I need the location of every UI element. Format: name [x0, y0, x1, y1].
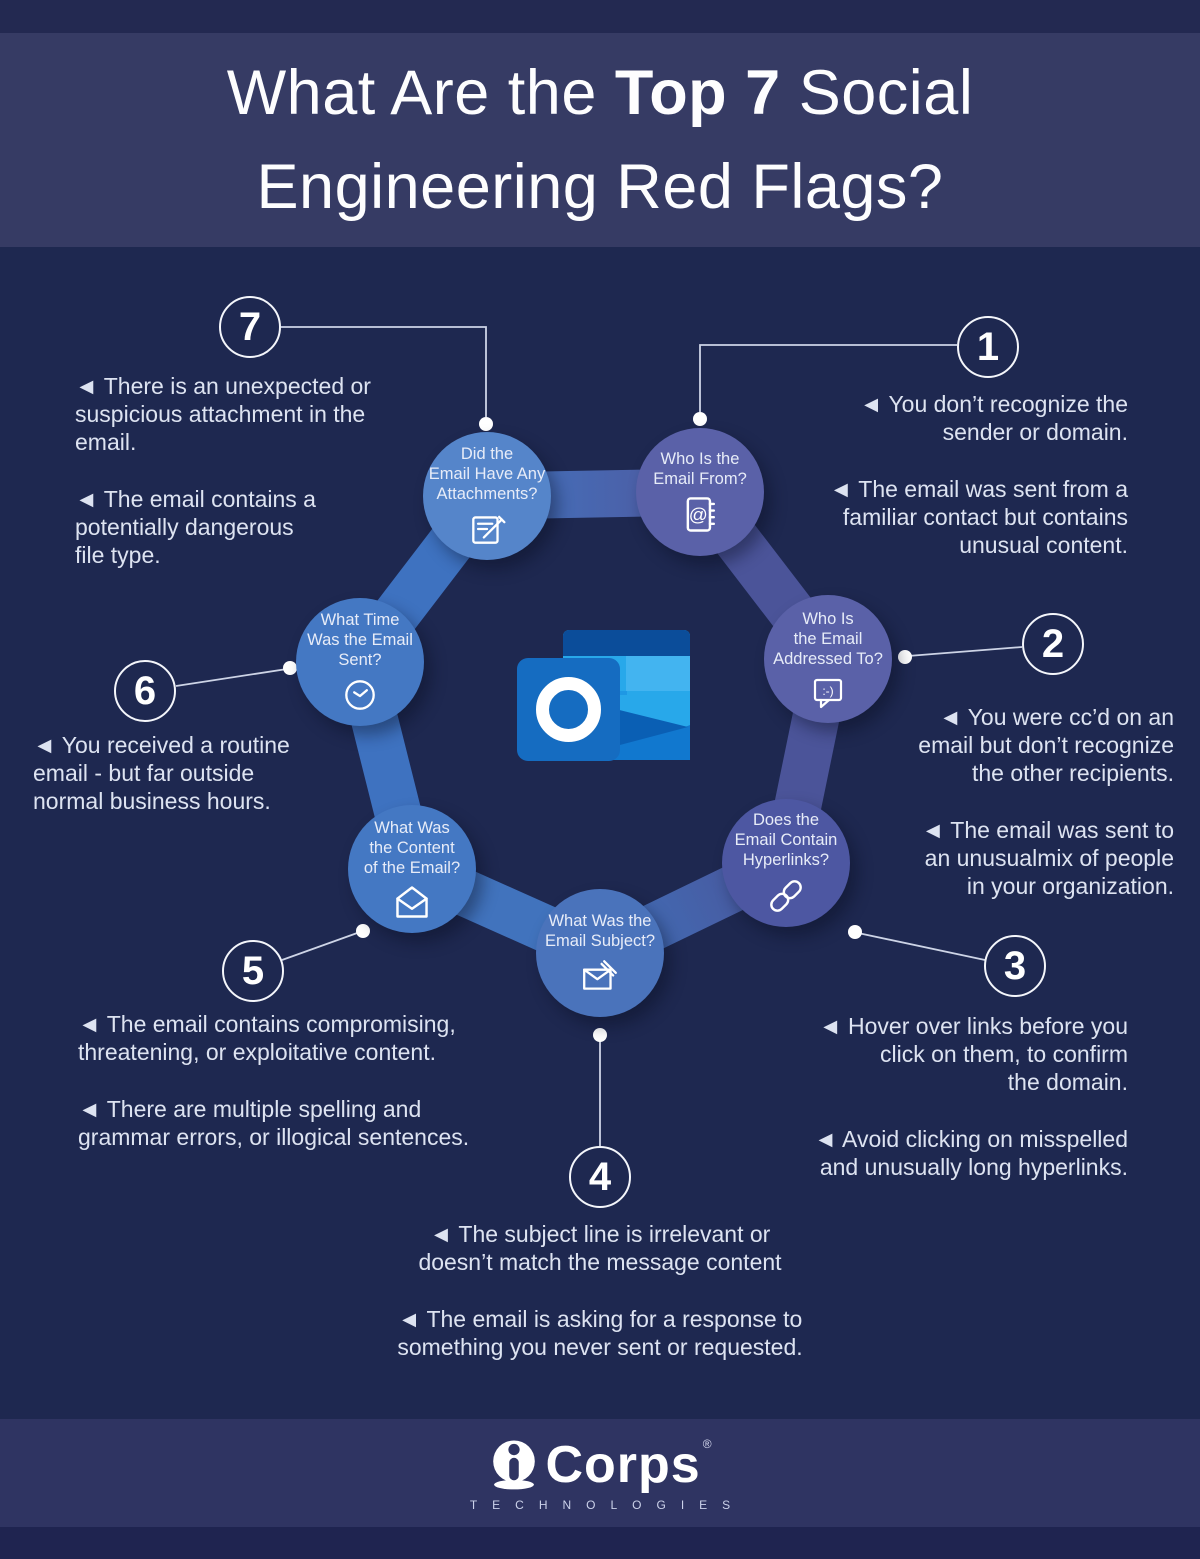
registered-mark: ®	[702, 1436, 712, 1451]
bullet: ◄ The subject line is irrelevant or does…	[418, 1221, 782, 1275]
node-label: What Was the Content of the Email?	[363, 818, 461, 877]
node-label: What Was the Email Subject?	[544, 911, 656, 950]
envelope-compose-icon	[583, 959, 617, 990]
node-label: Did the Email Have Any Attachments?	[428, 444, 546, 503]
node-label: What Time Was the Email Sent?	[307, 610, 413, 669]
open-envelope-icon	[396, 885, 428, 918]
node-what-time-was-email-sent: What Time Was the Email Sent?	[296, 598, 424, 726]
callout-connectors	[175, 326, 1023, 1146]
node-does-email-contain-hyperlinks: Does the Email Contain Hyperlinks?	[722, 799, 850, 927]
number-circle-7: 7	[219, 296, 281, 358]
number-circle-2: 2	[1022, 613, 1084, 675]
clock-icon	[345, 679, 375, 710]
icorps-technologies-label: TECHNOLOGIES	[469, 1497, 746, 1512]
icorps-wordmark: Corps	[545, 1435, 701, 1494]
number-circle-1: 1	[957, 316, 1019, 378]
hyperlink-chain-icon	[770, 879, 802, 912]
top-border-strip	[0, 0, 1200, 33]
bullet: ◄ You don’t recognize the sender or doma…	[859, 391, 1128, 445]
bullet: ◄ There is an unexpected or suspicious a…	[75, 373, 371, 455]
bullet: ◄ Hover over links before you click on t…	[818, 1013, 1128, 1095]
node-what-was-content-of-email: What Was the Content of the Email?	[348, 805, 476, 933]
footer-band: Corps ® TECHNOLOGIES	[0, 1419, 1200, 1527]
icorps-logo: Corps ®	[488, 1435, 712, 1494]
number-circle-4: 4	[569, 1146, 631, 1208]
node-what-was-email-subject: What Was the Email Subject?	[536, 889, 664, 1017]
node-label: Who Is the Email From?	[653, 449, 747, 488]
node-did-email-have-attachments: Did the Email Have Any Attachments?	[423, 432, 551, 560]
bullet: ◄ Avoid clicking on misspelled and unusu…	[814, 1126, 1128, 1180]
node-who-is-email-from: Who Is the Email From? @	[636, 428, 764, 556]
compose-note-icon	[472, 515, 506, 544]
callout-text-7: ◄ There is an unexpected or suspicious a…	[75, 372, 425, 598]
callout-text-2: ◄ You were cc’d on an email but don’t re…	[878, 703, 1174, 929]
outlook-front-tile	[517, 658, 620, 761]
bullet: ◄ You received a routine email - but far…	[33, 732, 290, 814]
bullet: ◄ You were cc’d on an email but don’t re…	[918, 704, 1174, 786]
number-circle-6: 6	[114, 660, 176, 722]
bullet: ◄ The email was sent from a familiar con…	[829, 476, 1128, 558]
outlook-o-ring	[536, 677, 601, 742]
bullet: ◄ There are multiple spelling and gramma…	[78, 1096, 470, 1150]
outlook-topbar	[563, 630, 690, 656]
bullet: ◄ The email contains a potentially dange…	[75, 486, 316, 568]
connector-dots	[283, 412, 912, 1042]
number-circle-5: 5	[222, 940, 284, 1002]
bullet: ◄ The email contains compromising, threa…	[78, 1011, 456, 1065]
speech-bubble-smiley-icon: :-)	[813, 678, 843, 708]
number-circle-3: 3	[984, 935, 1046, 997]
node-label: Does the Email Contain Hyperlinks?	[734, 810, 838, 869]
bottom-border-strip	[0, 1527, 1200, 1559]
callout-text-6: ◄ You received a routine email - but far…	[33, 731, 353, 844]
callout-text-1: ◄ You don’t recognize the sender or doma…	[808, 390, 1128, 588]
node-label: Who Is the Email Addressed To?	[773, 609, 883, 668]
icorps-i-icon	[493, 1439, 536, 1489]
address-book-icon: @	[686, 496, 716, 532]
node-who-is-email-addressed-to: Who Is the Email Addressed To? :-)	[764, 595, 892, 723]
outlook-logo	[517, 630, 690, 761]
bullet: ◄ The email is asking for a response to …	[397, 1306, 803, 1360]
svg-text:@: @	[689, 504, 708, 525]
callout-text-4: ◄ The subject line is irrelevant or does…	[300, 1220, 900, 1390]
bullet: ◄ The email was sent to an unusualmix of…	[921, 817, 1174, 899]
svg-text::-): :-)	[822, 684, 833, 698]
callout-text-5: ◄ The email contains compromising, threa…	[78, 1010, 508, 1180]
callout-text-3: ◄ Hover over links before you click on t…	[788, 1012, 1128, 1210]
